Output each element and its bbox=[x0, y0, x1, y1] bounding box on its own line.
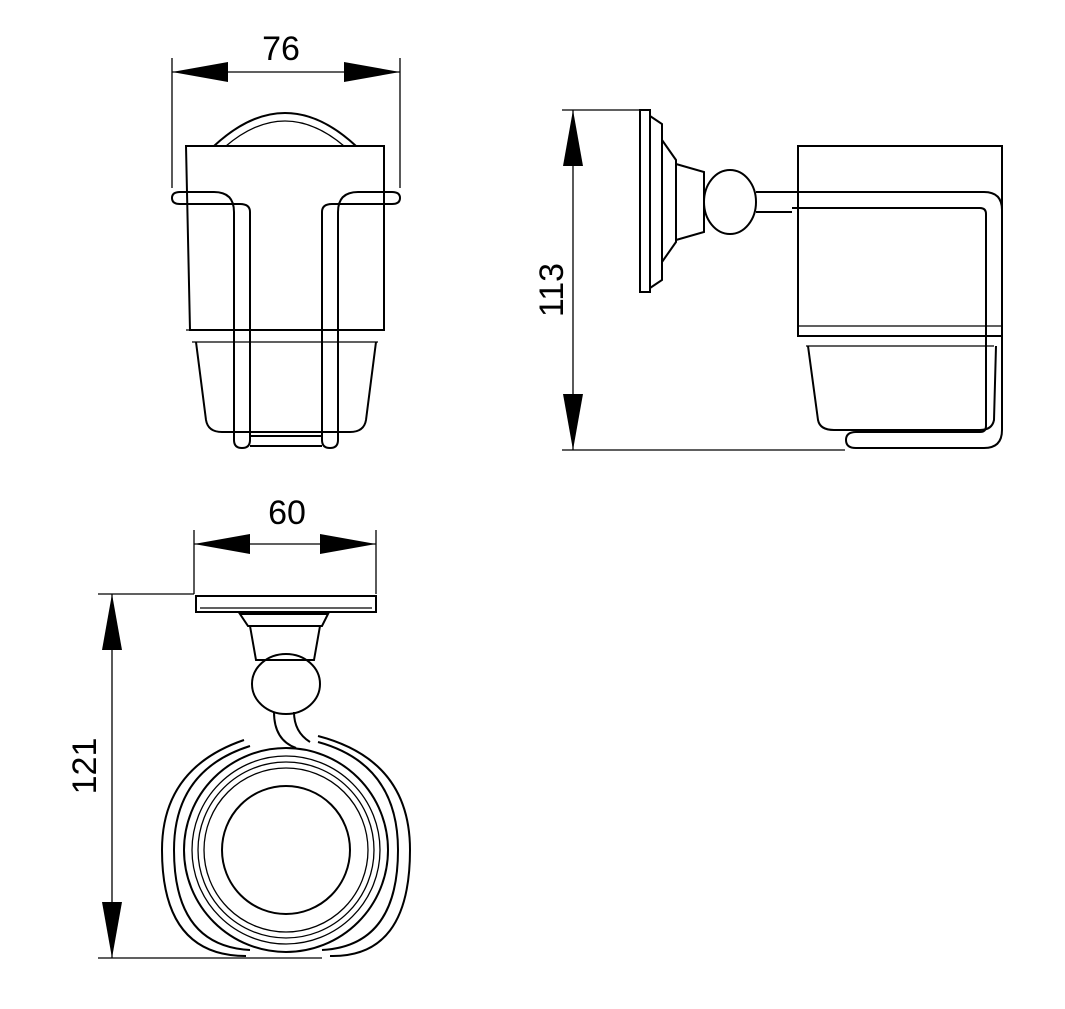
top-view: 60 121 bbox=[66, 494, 412, 959]
side-height-label: 113 bbox=[533, 263, 571, 317]
front-width-label: 76 bbox=[262, 30, 300, 68]
front-view: 76 bbox=[170, 30, 402, 450]
arrow-right bbox=[320, 534, 376, 554]
arrow-down bbox=[102, 902, 122, 958]
side-tumbler-glass bbox=[797, 145, 1003, 337]
arrow-up bbox=[102, 594, 122, 650]
tumbler-base bbox=[221, 785, 351, 915]
arrow-left bbox=[172, 62, 228, 82]
top-bracket-ball bbox=[251, 653, 321, 715]
side-wire-holder bbox=[792, 191, 1003, 449]
tumbler-rim bbox=[183, 747, 389, 953]
wall-plate-dome bbox=[213, 112, 357, 147]
top-depth-label: 121 bbox=[66, 738, 104, 795]
top-wire-ring bbox=[172, 741, 400, 951]
top-width-dimension: 60 bbox=[193, 494, 377, 594]
top-wall-plate bbox=[195, 595, 377, 613]
arrow-down bbox=[563, 394, 583, 450]
side-view: 113 bbox=[533, 109, 1003, 451]
wire-holder bbox=[170, 191, 251, 450]
side-height-dimension: 113 bbox=[533, 109, 845, 451]
front-width-dimension: 76 bbox=[171, 30, 401, 188]
arrow-up bbox=[563, 110, 583, 166]
bracket-ball bbox=[703, 169, 757, 235]
wall-plate bbox=[639, 109, 651, 293]
arrow-right bbox=[344, 62, 400, 82]
tumbler-glass bbox=[184, 145, 385, 331]
top-depth-dimension: 121 bbox=[66, 593, 322, 959]
arrow-left bbox=[194, 534, 250, 554]
top-width-label: 60 bbox=[268, 494, 306, 532]
